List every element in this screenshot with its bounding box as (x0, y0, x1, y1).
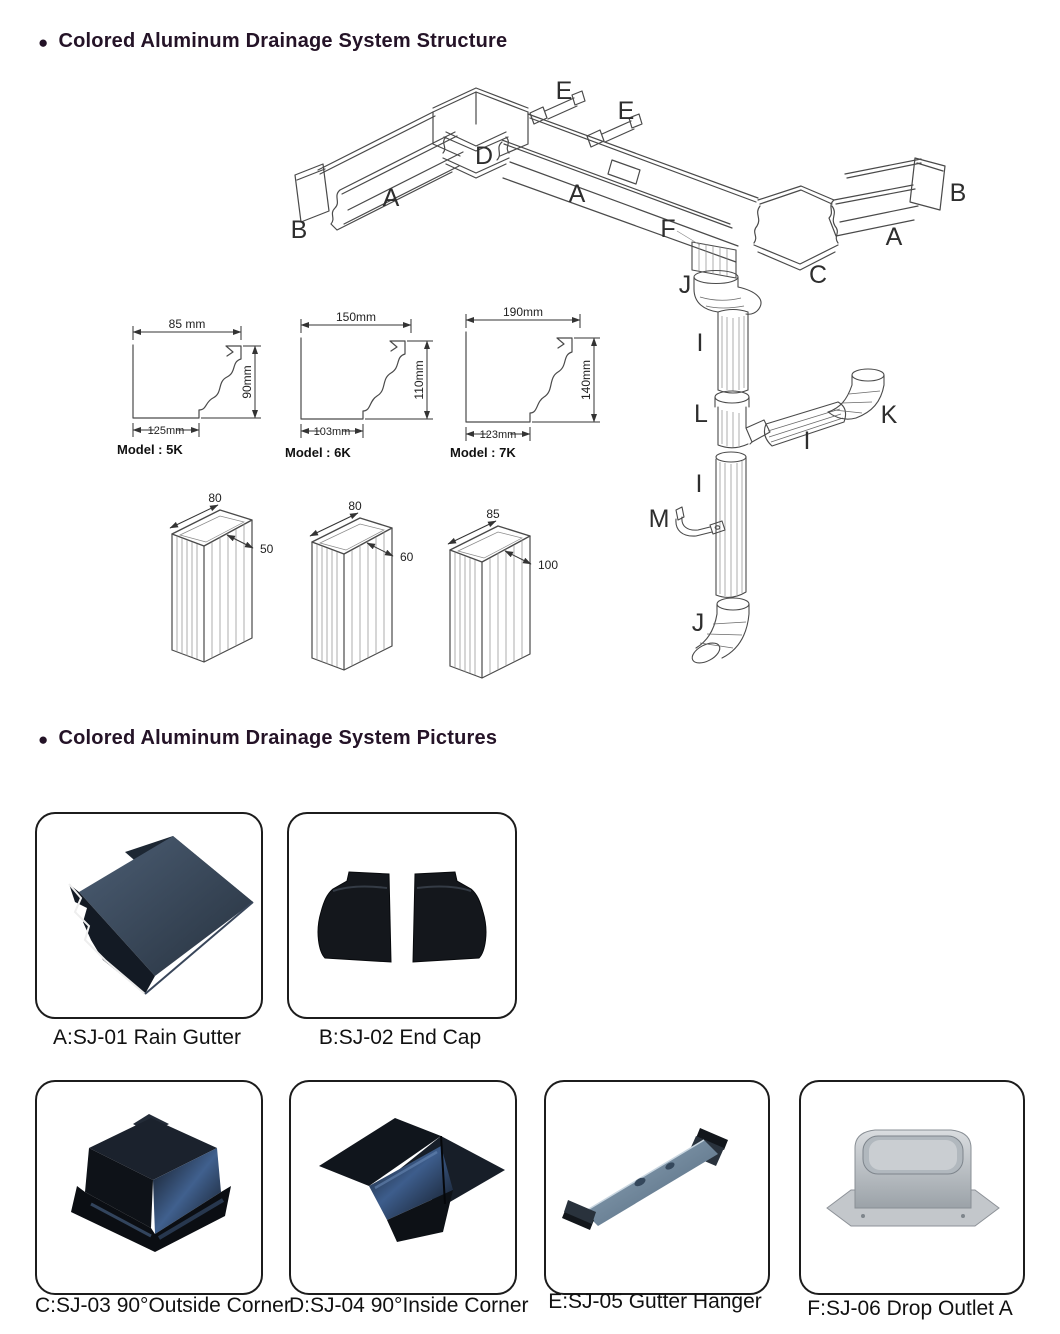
product-label-gutter-hanger: E:SJ-05 Gutter Hanger (548, 1290, 762, 1313)
product-label-outside-corner: C:SJ-03 90°Outside Corner (35, 1294, 291, 1317)
downspout-pipe-lower (715, 451, 747, 463)
section-title-pictures-text: Colored Aluminum Drainage System Picture… (58, 727, 498, 749)
inside-corner-photo (319, 1118, 505, 1242)
callout-m: M (649, 505, 670, 533)
outside-corner-c (753, 185, 839, 271)
product-card-gutter-hanger (544, 1080, 770, 1295)
callout-a3: A (886, 223, 903, 251)
profile-5k-drawing: 85 mm 90mm 125mm Model : 5K (117, 317, 261, 457)
downspout-pipe-branch (763, 401, 847, 447)
inside-corner-d (432, 87, 529, 157)
drop-outlet-photo (826, 1129, 1000, 1227)
gutter-hanger-e2 (586, 113, 643, 148)
product-card-rain-gutter (35, 812, 263, 1019)
downspout-size-2: 80 60 (309, 499, 414, 671)
profile-6k-model: Model : 6K (285, 445, 351, 460)
profile-6k-top-width: 150mm (336, 310, 376, 324)
callout-e2: E (618, 97, 635, 125)
bullet-icon: ● (38, 33, 49, 52)
callout-d: D (475, 142, 493, 170)
end-cap-left (294, 163, 330, 223)
section-title-structure-text: Colored Aluminum Drainage System Structu… (58, 30, 508, 52)
profile-5k-height: 90mm (240, 365, 254, 398)
profile-5k-top-width: 85 mm (169, 317, 206, 331)
gutter-run-left (317, 111, 464, 231)
profile-7k-height: 140mm (579, 360, 593, 400)
callout-c: C (809, 261, 827, 289)
section-title-pictures: ● Colored Aluminum Drainage System Pictu… (38, 727, 497, 750)
callout-b1: B (291, 216, 308, 244)
profile-7k-top-width: 190mm (503, 305, 543, 319)
leader-line-f (676, 230, 701, 246)
gutter-run-far-right (828, 158, 922, 237)
profile-6k-bottom-width: 103mm (314, 426, 351, 438)
gutter-assembly-drawing (294, 87, 946, 271)
callout-e1: E (556, 77, 573, 105)
gutter-hanger-photo (562, 1128, 728, 1230)
profile-7k-bottom-width: 123mm (480, 429, 517, 441)
gutter-run-right (496, 113, 759, 263)
downspout-1-depth: 50 (260, 542, 274, 556)
downspout-2-width: 80 (348, 499, 362, 513)
callout-a1: A (383, 184, 400, 212)
bullet-icon: ● (38, 730, 49, 749)
callout-k: K (881, 401, 898, 429)
profile-5k-model: Model : 5K (117, 442, 183, 457)
part-callouts: E E D A A B F C A B J I L K I I M J (291, 77, 967, 637)
callout-j1: J (679, 271, 692, 299)
profile-6k-drawing: 150mm 110mm 103mm Model : 6K (285, 310, 433, 460)
profile-7k-drawing: 190mm 140mm 123mm Model : 7K (450, 305, 600, 460)
product-label-rain-gutter: A:SJ-01 Rain Gutter (53, 1026, 241, 1049)
callout-a2: A (569, 180, 586, 208)
callout-f: F (660, 215, 675, 243)
product-label-inside-corner: D:SJ-04 90°Inside Corner (289, 1294, 529, 1317)
profile-5k-bottom-width: 125mm (148, 425, 185, 437)
product-card-inside-corner (289, 1080, 517, 1295)
bracket-m (675, 506, 726, 537)
section-title-structure: ● Colored Aluminum Drainage System Struc… (38, 30, 507, 53)
product-card-end-cap (287, 812, 517, 1019)
rain-gutter-photo (68, 836, 254, 995)
downspout-chain-drawing (675, 230, 885, 664)
downspout-size-3: 85 100 (447, 507, 558, 679)
downspout-2-depth: 60 (400, 550, 414, 564)
structure-diagram: E E D A A B F C A B J I L K I I M J 85 m… (117, 77, 967, 679)
profile-6k-height: 110mm (412, 360, 426, 399)
product-card-outside-corner (35, 1080, 263, 1295)
profile-7k-model: Model : 7K (450, 445, 516, 460)
gutter-hanger-e1 (529, 90, 586, 125)
end-cap-right (909, 157, 946, 211)
product-label-drop-outlet: F:SJ-06 Drop Outlet A (807, 1297, 1013, 1320)
outside-corner-photo (71, 1114, 231, 1252)
downspout-3-width: 85 (486, 507, 500, 521)
elbow-j-bottom (716, 597, 750, 611)
callout-j2: J (692, 609, 705, 637)
product-label-end-cap: B:SJ-02 End Cap (318, 1026, 482, 1049)
end-cap-photo (317, 871, 487, 963)
downspout-pipe-upper (717, 308, 749, 394)
gutter-joint (607, 159, 641, 185)
callout-i2: I (804, 427, 811, 455)
callout-i1: I (697, 329, 704, 357)
drop-outlet-f (691, 241, 737, 279)
downspout-size-1: 80 50 (169, 491, 274, 663)
callout-l: L (694, 400, 708, 428)
elbow-k (851, 368, 885, 382)
callout-b2: B (950, 179, 967, 207)
callout-i3: I (696, 470, 703, 498)
downspout-3-depth: 100 (538, 558, 558, 572)
downspout-1-width: 80 (208, 491, 222, 505)
product-card-drop-outlet (799, 1080, 1025, 1295)
